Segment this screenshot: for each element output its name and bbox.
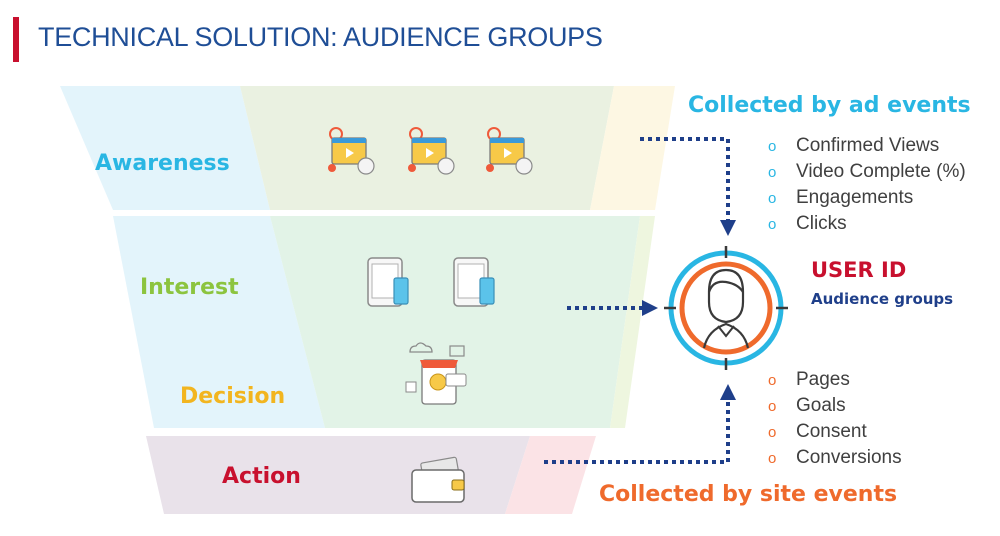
list-item-label: Engagements [796,187,914,208]
funnel-band-interest-center [270,216,640,428]
interest-arrow [567,300,658,316]
page-title: TECHNICAL SOLUTION: AUDIENCE GROUPS [38,22,603,52]
circle-bullet-icon: o [768,138,777,155]
circle-bullet-icon: o [768,424,777,441]
site-events-heading: Collected by site events [599,482,898,507]
list-item: o Conversions [768,445,902,471]
audience-groups-label: Audience groups [811,290,954,308]
mobile-device-icon [453,257,495,307]
funnel-band-action-left [146,436,530,514]
video-ad-icon [328,127,375,175]
funnel-band-interest-left [113,216,325,428]
circle-bullet-icon: o [768,216,777,233]
list-item-label: Goals [796,395,846,416]
list-item-label: Conversions [796,447,902,468]
wallet-icon [411,456,465,503]
list-item: o Video Complete (%) [768,159,966,185]
title-accent-bar [13,17,19,62]
list-item: o Consent [768,419,902,445]
site-events-arrow [544,384,736,464]
stage-label-action: Action [222,464,301,489]
circle-bullet-icon: o [768,164,777,181]
video-ad-icon [486,127,533,175]
list-item: o Goals [768,393,902,419]
list-item: o Clicks [768,211,966,237]
circle-bullet-icon: o [768,372,777,389]
stage-label-decision: Decision [180,384,286,409]
user-avatar-icon [702,268,750,349]
user-target [664,246,788,370]
list-item: o Pages [768,367,902,393]
ad-events-heading: Collected by ad events [688,93,971,118]
list-item-label: Consent [796,421,867,442]
mobile-device-icon [367,257,409,307]
list-item-label: Clicks [796,213,847,234]
funnel-band-awareness-left [60,86,270,210]
list-item-label: Video Complete (%) [796,161,966,182]
funnel-band-action-right [505,436,596,514]
video-ad-icon [408,127,455,175]
stage-label-interest: Interest [140,275,239,300]
circle-bullet-icon: o [768,190,777,207]
circle-bullet-icon: o [768,398,777,415]
list-item: o Confirmed Views [768,133,966,159]
ad-events-arrow [640,137,736,236]
list-item-label: Pages [796,369,850,390]
funnel-band-interest-right [610,216,655,428]
user-id-label: USER ID [811,258,907,282]
list-item: o Engagements [768,185,966,211]
funnel-band-awareness-right [590,86,675,210]
circle-bullet-icon: o [768,450,777,467]
stage-label-awareness: Awareness [95,151,230,176]
list-item-label: Confirmed Views [796,135,940,156]
online-shop-icon [405,342,467,405]
